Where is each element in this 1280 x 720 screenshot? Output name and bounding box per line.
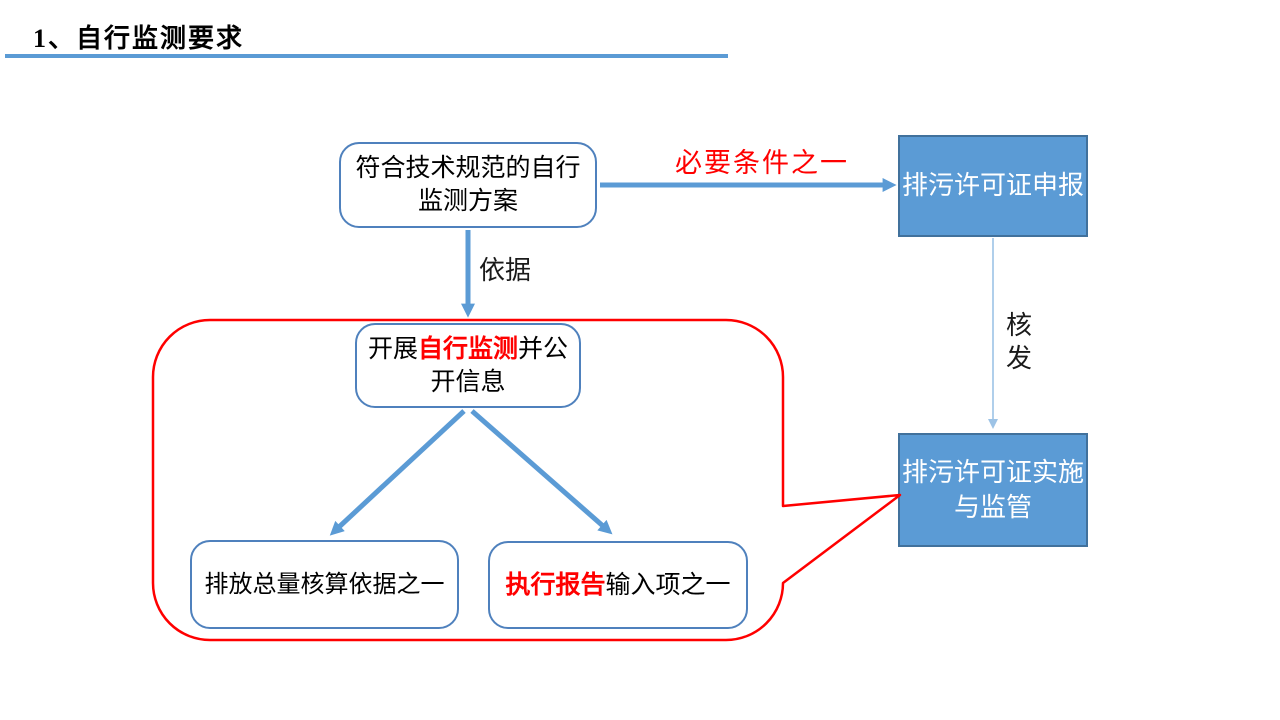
node-monitoring-plan-line2: 监测方案	[417, 187, 518, 215]
carry-out-prefix: 开展	[367, 334, 418, 363]
edge-label-basis: 依据	[479, 256, 532, 285]
exec-report-highlight: 执行报告	[505, 570, 606, 599]
node-exec-report-text: 执行报告输入项之一	[505, 569, 730, 602]
node-carry-out-text: 开展自行监测并公开信息	[365, 333, 571, 399]
arrow-to-exec-report	[470, 409, 613, 535]
edge-label-issue: 核发	[1005, 311, 1032, 373]
node-permit-implement: 排污许可证实施 与监管	[898, 433, 1088, 547]
node-exec-report: 执行报告输入项之一	[488, 541, 748, 629]
node-monitoring-plan: 符合技术规范的自行 监测方案	[339, 142, 597, 228]
node-monitoring-plan-line1: 符合技术规范的自行	[355, 154, 581, 182]
node-permit-declare: 排污许可证申报	[898, 135, 1088, 237]
node-total-amount: 排放总量核算依据之一	[190, 540, 459, 629]
slide-title: 1、自行监测要求	[33, 24, 245, 53]
exec-report-suffix: 输入项之一	[605, 570, 731, 599]
arrow-to-total-amount	[329, 409, 466, 536]
node-permit-implement-line2: 与监管	[953, 492, 1032, 522]
title-underline	[5, 54, 728, 58]
node-total-amount-label: 排放总量核算依据之一	[204, 570, 445, 598]
node-permit-declare-label: 排污许可证申报	[901, 170, 1084, 201]
node-permit-implement-line1: 排污许可证实施	[901, 456, 1084, 487]
edge-label-necessary-condition: 必要条件之一	[675, 148, 849, 178]
node-carry-out-monitoring: 开展自行监测并公开信息	[355, 323, 581, 408]
carry-out-highlight: 自行监测	[417, 334, 518, 363]
